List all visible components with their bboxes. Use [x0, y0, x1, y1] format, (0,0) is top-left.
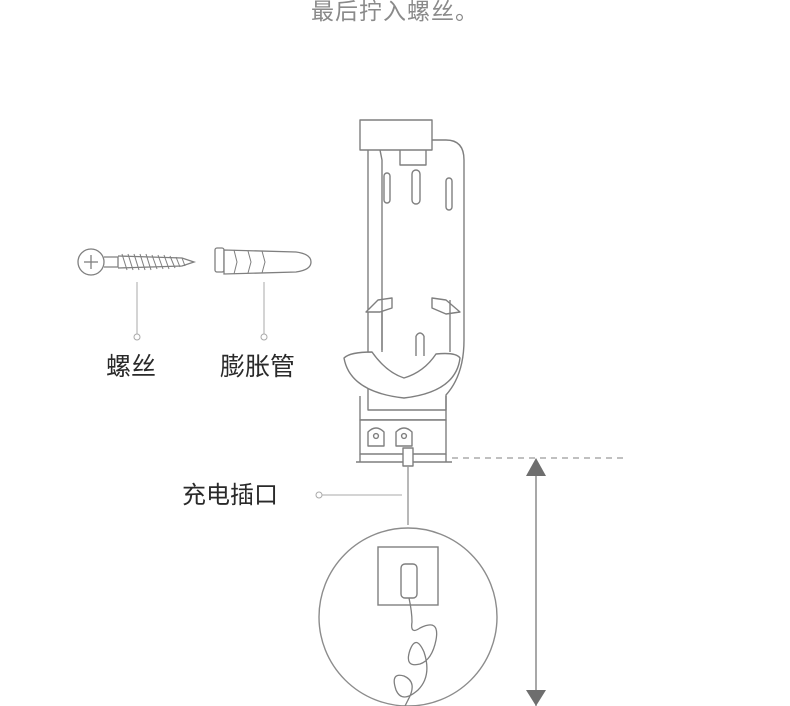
charging-port-leader: [315, 491, 402, 499]
charging-port-label: 充电插口: [182, 481, 278, 509]
instruction-text: 最后拧入螺丝。: [311, 0, 479, 25]
screw-leader: [133, 282, 141, 341]
screw-icon: [77, 248, 197, 276]
anchor-label: 膨胀管: [220, 352, 296, 381]
height-arrow: [526, 458, 546, 706]
coiled-cable-icon: [393, 597, 438, 706]
outlet-detail: [318, 527, 498, 706]
anchor-leader: [260, 282, 268, 341]
screw-label: 螺丝: [106, 352, 157, 381]
wall-anchor-icon: [214, 247, 312, 275]
wall-bracket-icon: [343, 119, 465, 467]
plug-icon: [400, 563, 418, 599]
